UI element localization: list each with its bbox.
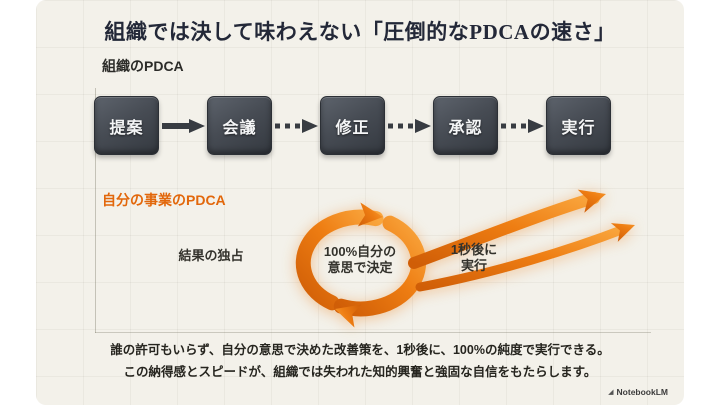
swoosh-arrow bbox=[415, 224, 629, 292]
pdca-step-box: 提案 bbox=[94, 96, 159, 155]
decision-label-line1: 100%自分の bbox=[323, 244, 397, 259]
footer-text: 誰の許可もいらず、自分の意思で決めた改善策を、1秒後に、100%の純度で実行でき… bbox=[36, 340, 684, 384]
flow-arrow-dashed-icon bbox=[385, 118, 433, 134]
swoosh-arrowhead-icon bbox=[577, 189, 606, 213]
org-pdca-label: 組織のPDCA bbox=[102, 58, 184, 74]
result-monopoly-label: 結果の独占 bbox=[178, 248, 244, 263]
pdca-step-box: 実行 bbox=[546, 96, 611, 155]
speed-label-line2: 実行 bbox=[460, 258, 487, 273]
axis-vertical-line bbox=[95, 88, 96, 333]
pdca-step-box: 修正 bbox=[320, 96, 385, 155]
own-pdca-label: 自分の事業のPDCA bbox=[102, 192, 226, 208]
axis-horizontal-line bbox=[95, 332, 651, 333]
pdca-step-box: 会議 bbox=[207, 96, 272, 155]
notebooklm-label: NotebookLM bbox=[616, 387, 668, 397]
flow-arrow-dashed-icon bbox=[498, 118, 546, 134]
flow-arrow-dashed-icon bbox=[272, 118, 320, 134]
org-pdca-flow: 提案 会議 修正 承認 bbox=[94, 96, 611, 155]
cycle-arrowhead-icon bbox=[357, 202, 383, 227]
pdca-step-box: 承認 bbox=[433, 96, 498, 155]
decision-label: 100%自分の 意思で決定 bbox=[308, 244, 412, 276]
notebooklm-watermark: ◢ NotebookLM bbox=[608, 387, 668, 397]
flow-arrow-icon bbox=[159, 118, 207, 134]
page-title: 組織では決して味わえない「圧倒的なPDCAの速さ」 bbox=[104, 20, 616, 44]
footer-line2: この納得感とスピードが、組織では失われた知的興奮と強固な自信をもたらします。 bbox=[123, 364, 597, 379]
cycle-ring-arc bbox=[333, 215, 427, 317]
infographic-canvas: 組織では決して味わえない「圧倒的なPDCAの速さ」 組織のPDCA 提案 会議 … bbox=[36, 0, 684, 405]
pdca-cycle-graphic bbox=[295, 189, 635, 328]
speed-label: 1秒後に 実行 bbox=[434, 242, 514, 274]
speed-label-line1: 1秒後に bbox=[450, 242, 498, 257]
cycle-arrowhead-icon bbox=[335, 304, 362, 328]
notebooklm-logo-icon: ◢ bbox=[608, 389, 614, 396]
footer-line1: 誰の許可もいらず、自分の意思で決めた改善策を、1秒後に、100%の純度で実行でき… bbox=[110, 343, 610, 357]
cycle-ring-arc bbox=[295, 209, 384, 311]
swoosh-arrowhead-icon bbox=[610, 223, 635, 242]
decision-label-line2: 意思で決定 bbox=[327, 260, 393, 275]
swoosh-arrow bbox=[408, 192, 600, 269]
